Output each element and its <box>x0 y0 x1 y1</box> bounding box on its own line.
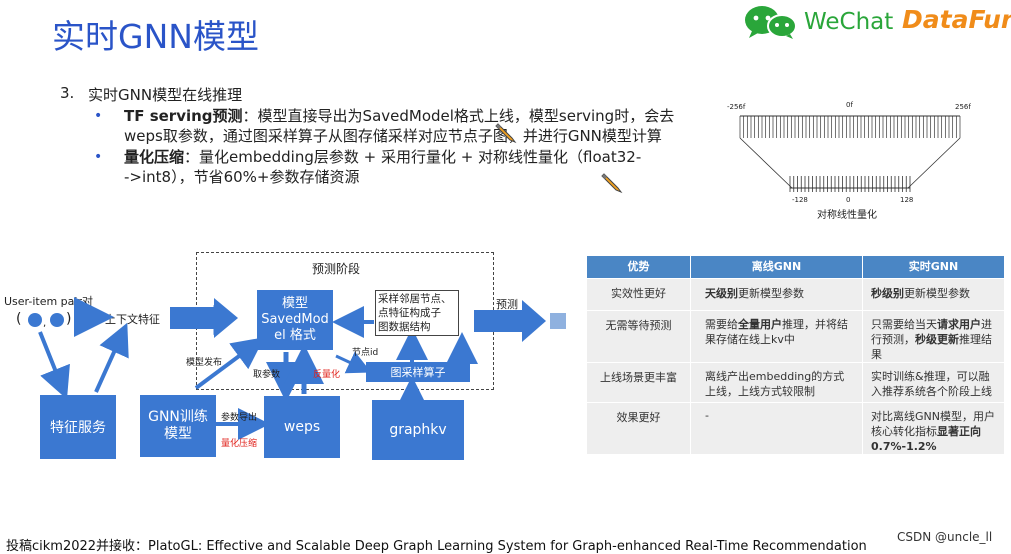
dequant-label: 反量化 <box>313 370 341 380</box>
quant-top-left: -256f <box>727 103 746 111</box>
node-id-label: 节点id <box>352 348 379 358</box>
wechat-brand: WeChat <box>804 9 894 35</box>
watermark: CSDN @uncle_ll <box>897 530 993 544</box>
bullet-dot: • <box>94 149 103 165</box>
item-node-icon <box>50 313 64 327</box>
bullet-2: 量化压缩：量化embedding层参数 + 采用行量化 + 对称线性量化（flo… <box>124 147 684 187</box>
table-cell: 实时训练&推理，可以融入推荐系统各个阶段上线 <box>862 362 1005 403</box>
gnn-train-box: GNN训练 模型 <box>140 395 216 457</box>
bullet-2-line2: ->int8），节省60%+参数存储资源 <box>124 168 360 186</box>
table-cell: 实效性更好 <box>586 278 691 311</box>
diagram-arrows <box>38 297 546 440</box>
quant-top-mid: 0f <box>846 101 853 109</box>
table-cell: 天级别更新模型参数 <box>690 278 863 311</box>
bullet-2-bold: 量化压缩 <box>124 148 185 166</box>
quant-caption: 对称线性量化 <box>817 210 877 221</box>
sample-subgraph-box: 采样邻居节点、 点特征构成子 图数据结构 <box>375 290 459 336</box>
table-row: 无需等待预测 需要给全量用户推理，并将结果存储在线上kv中 只需要给当天请求用户… <box>586 310 1005 363</box>
table-cell: - <box>690 402 863 455</box>
table-cell-text: 只需要给当天 <box>871 318 937 331</box>
quant-bottom-left: -128 <box>792 196 808 204</box>
user-item-label: User-item pair对 <box>4 295 93 308</box>
table-cell-text: 更新模型参数 <box>738 287 804 300</box>
table-cell: 离线产出embedding的方式上线，上线方式较限制 <box>690 362 863 403</box>
table-cell-text: 对比离线GNN模型，用户核心转化指标 <box>871 410 995 438</box>
quant-bottom-mid: 0 <box>846 196 851 204</box>
bullet-2-line1: ：量化embedding层参数 + 采用行量化 + 对称线性量化（float32… <box>184 148 642 166</box>
table-row: 实效性更好 天级别更新模型参数 秒级别更新模型参数 <box>586 278 1005 311</box>
pencil-cursor-icon <box>600 170 624 198</box>
table-cell-bold: 0.7%-1.2% <box>871 440 937 453</box>
quant-compress-label: 量化压缩 <box>221 439 258 449</box>
savedmodel-box: 模型 SavedMod el 格式 <box>257 290 333 350</box>
table-cell-text: 推理结果 <box>871 333 992 361</box>
table-cell: 需要给全量用户推理，并将结果存储在线上kv中 <box>690 310 863 363</box>
table-header-row: 优势 离线GNN 实时GNN <box>586 255 1005 279</box>
graphkv-box: graphkv <box>372 400 464 460</box>
paren-right: ) <box>66 311 72 327</box>
graph-sampler-box: 图采样算子 <box>366 362 470 382</box>
slide-title: 实时GNN模型 <box>52 17 259 56</box>
fetch-params-label: 取参数 <box>253 370 281 380</box>
user-node-icon <box>28 313 42 327</box>
table-cell-text: 推理，并将结果存储在线上kv中 <box>705 318 848 346</box>
table-cell-bold: 全量用户 <box>738 318 782 331</box>
comparison-table: 优势 离线GNN 实时GNN 实效性更好 天级别更新模型参数 秒级别更新模型参数… <box>586 255 1005 455</box>
pencil-cursor-icon <box>494 120 518 148</box>
table-cell-text: 更新模型参数 <box>904 287 970 300</box>
table-cell-bold: 秒级更新 <box>915 333 959 346</box>
quantization-figure <box>720 100 980 225</box>
predict-stage-label: 预测阶段 <box>312 262 361 276</box>
model-publish-label: 模型发布 <box>186 358 223 368</box>
bullet-1-line2: weps取参数，通过图采样算子从图存储采样对应节点子图，并进行GNN模型计算 <box>124 127 662 145</box>
predict-output-box <box>550 313 566 329</box>
table-cell-bold: 显著正向 <box>937 425 981 438</box>
table-cell-bold: 秒级别 <box>871 287 904 300</box>
section-number: 3. <box>60 84 75 102</box>
footer-reference: 投稿cikm2022并接收：PlatoGL: Effective and Sca… <box>6 539 867 554</box>
table-cell-text: 需要给 <box>705 318 738 331</box>
table-cell: 秒级别更新模型参数 <box>862 278 1005 311</box>
table-cell: 只需要给当天请求用户进行预测，秒级更新推理结果 <box>862 310 1005 363</box>
bullet-dot: • <box>94 108 103 124</box>
table-cell: 无需等待预测 <box>586 310 691 363</box>
table-cell: 上线场景更丰富 <box>586 362 691 403</box>
wechat-logo-icon <box>742 4 800 44</box>
table-cell-bold: 天级别 <box>705 287 738 300</box>
table-header: 优势 <box>586 255 691 279</box>
table-row: 上线场景更丰富 离线产出embedding的方式上线，上线方式较限制 实时训练&… <box>586 362 1005 403</box>
paren-left: ( <box>16 311 22 327</box>
table-header: 离线GNN <box>690 255 863 279</box>
bullet-1-bold: TF serving预测 <box>124 107 243 125</box>
predict-label: 预测 <box>496 298 518 311</box>
section-heading: 实时GNN模型在线推理 <box>88 86 243 104</box>
table-cell: 效果更好 <box>586 402 691 455</box>
datafun-brand: DataFun. <box>902 5 1011 34</box>
bullet-1-line1: ：模型直接导出为SavedModel格式上线，模型serving时，会去 <box>242 107 675 125</box>
param-export-label: 参数导出 <box>221 413 258 423</box>
feature-service-box: 特征服务 <box>40 395 116 459</box>
quant-top-right: 256f <box>955 103 971 111</box>
bullet-1: TF serving预测：模型直接导出为SavedModel格式上线，模型ser… <box>124 106 684 146</box>
weps-box: weps <box>264 396 340 458</box>
table-cell-text: 进行预测， <box>871 318 992 346</box>
quant-bottom-right: 128 <box>900 196 914 204</box>
table-cell-bold: 请求用户 <box>937 318 981 331</box>
comma-sep: , <box>43 318 47 329</box>
table-header: 实时GNN <box>862 255 1005 279</box>
